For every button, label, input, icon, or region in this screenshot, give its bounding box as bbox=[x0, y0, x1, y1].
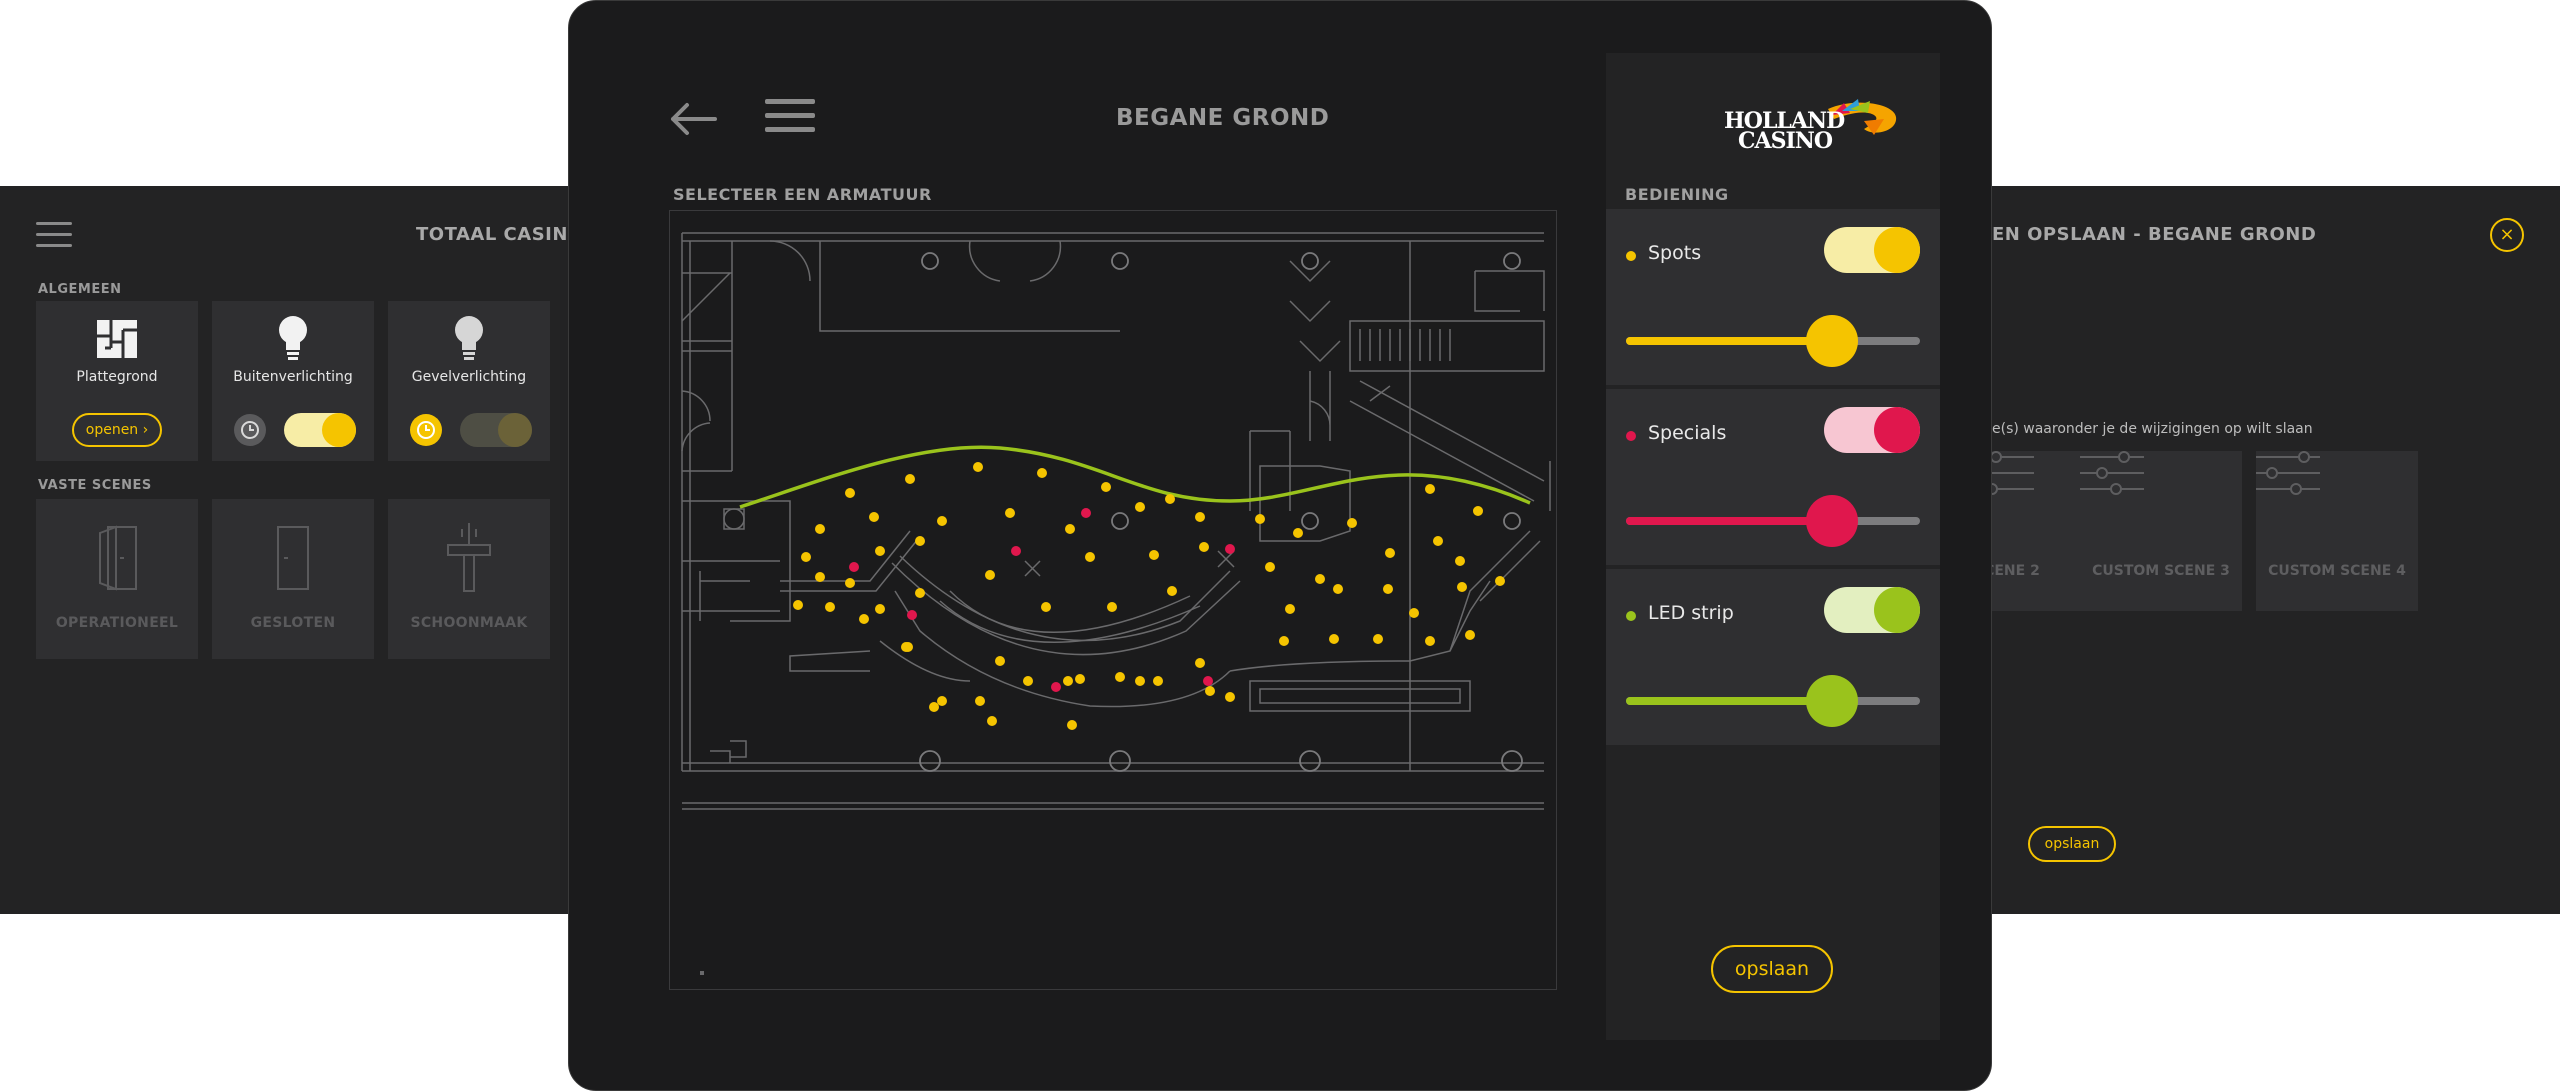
specials-slider-handle[interactable] bbox=[1805, 495, 1858, 547]
mop-icon bbox=[447, 523, 491, 592]
control-name: LED strip bbox=[1648, 602, 1734, 624]
floor-plan[interactable] bbox=[669, 210, 1557, 990]
control-spots: Spots bbox=[1606, 209, 1940, 385]
spot-fixtures[interactable] bbox=[793, 462, 1505, 730]
control-name: Spots bbox=[1648, 242, 1702, 264]
save-scene-panel: EN OPSLAAN - BEGANE GROND × e(s) waarond… bbox=[1974, 186, 2560, 914]
scene-label: SCHOONMAAK bbox=[410, 615, 528, 631]
tile-label: Gevelverlichting bbox=[411, 369, 527, 385]
open-door-icon bbox=[99, 525, 137, 591]
control-panel: HOLLAND CASINO BEDIENING Spots Specials bbox=[1606, 53, 1940, 1040]
led-strip-slider-handle[interactable] bbox=[1805, 675, 1858, 727]
tile-label: Buitenverlichting bbox=[233, 369, 353, 385]
close-icon[interactable]: × bbox=[2490, 218, 2524, 252]
tablet-frame: BEGANE GROND SELECTEER EEN ARMATUUR bbox=[568, 0, 1992, 1091]
facade-lighting-toggle[interactable] bbox=[460, 413, 532, 447]
total-casino-panel: TOTAAL CASINO ALGEMEEN Plattegrond opene… bbox=[0, 186, 583, 914]
scene-closed[interactable]: GESLOTEN bbox=[212, 499, 374, 659]
spots-slider-handle[interactable] bbox=[1805, 315, 1858, 367]
control-led-strip: LED strip bbox=[1606, 569, 1940, 745]
specials-slider[interactable] bbox=[1626, 495, 1920, 547]
plan-heading: SELECTEER EEN ARMATUUR bbox=[673, 185, 932, 204]
scene-cleaning[interactable]: SCHOONMAAK bbox=[388, 499, 550, 659]
save-button[interactable]: opslaan bbox=[1711, 945, 1833, 993]
floor-plan-drawing bbox=[681, 232, 1551, 810]
scene-label: CUSTOM SCENE 3 bbox=[2092, 563, 2230, 579]
arrow-left-icon[interactable] bbox=[669, 101, 717, 137]
scene-label: GESLOTEN bbox=[250, 615, 336, 631]
plan-marker bbox=[700, 971, 704, 975]
lightbulb-icon bbox=[455, 316, 483, 360]
led-strip-toggle[interactable] bbox=[1824, 587, 1920, 633]
specials-toggle[interactable] bbox=[1824, 407, 1920, 453]
scene-option-4[interactable]: CUSTOM SCENE 4 bbox=[2256, 451, 2418, 611]
logo-text-casino: CASINO bbox=[1738, 128, 1833, 154]
control-specials: Specials bbox=[1606, 389, 1940, 565]
closed-door-icon bbox=[277, 526, 309, 590]
led-strip-color-dot bbox=[1626, 611, 1636, 621]
scene-label: OPERATIONEEL bbox=[55, 615, 179, 631]
hamburger-icon[interactable] bbox=[36, 222, 72, 248]
tile-floorplan[interactable]: Plattegrond openen › bbox=[36, 301, 198, 461]
clock-icon[interactable] bbox=[234, 414, 266, 446]
page-title: TOTAAL CASINO bbox=[416, 224, 584, 245]
outdoor-lighting-toggle[interactable] bbox=[284, 413, 356, 447]
spots-toggle[interactable] bbox=[1824, 227, 1920, 273]
open-label: openen bbox=[85, 422, 139, 438]
chevron-right-icon: › bbox=[142, 422, 149, 438]
section-heading-general: ALGEMEEN bbox=[38, 282, 122, 297]
controls-heading: BEDIENING bbox=[1625, 185, 1729, 204]
open-floorplan-button[interactable]: openen › bbox=[72, 413, 162, 447]
page-title: BEGANE GROND bbox=[1116, 105, 1330, 131]
save-button[interactable]: opslaan bbox=[2028, 826, 2116, 862]
tile-outdoor-lighting: Buitenverlichting bbox=[212, 301, 374, 461]
specials-color-dot bbox=[1626, 431, 1636, 441]
scene-label: CUSTOM SCENE 4 bbox=[2268, 563, 2406, 579]
scene-option-3[interactable]: CUSTOM SCENE 3 bbox=[2080, 451, 2242, 611]
spots-slider[interactable] bbox=[1626, 315, 1920, 367]
scene-operational[interactable]: OPERATIONEEL bbox=[36, 499, 198, 659]
logo-text-holland: HOLLAND bbox=[1724, 108, 1845, 134]
floorplan-icon bbox=[97, 320, 137, 358]
section-heading-scenes: VASTE SCENES bbox=[38, 478, 152, 493]
tile-facade-lighting: Gevelverlichting bbox=[388, 301, 550, 461]
led-strip-line[interactable] bbox=[739, 445, 1531, 509]
instruction-text: e(s) waaronder je de wijzigingen op wilt… bbox=[1992, 421, 2313, 437]
holland-casino-logo: HOLLAND CASINO bbox=[1724, 99, 1904, 165]
spots-color-dot bbox=[1626, 251, 1636, 261]
sliders-icon bbox=[2080, 451, 2144, 495]
tile-label: Plattegrond bbox=[76, 369, 158, 385]
hamburger-icon[interactable] bbox=[765, 99, 815, 132]
led-strip-slider[interactable] bbox=[1626, 675, 1920, 727]
clock-icon[interactable] bbox=[410, 414, 442, 446]
page-title: EN OPSLAAN - BEGANE GROND bbox=[1992, 224, 2317, 245]
lightbulb-icon bbox=[279, 316, 307, 360]
control-name: Specials bbox=[1648, 422, 1727, 444]
sliders-icon bbox=[2256, 451, 2320, 495]
special-fixtures[interactable] bbox=[849, 508, 1235, 692]
